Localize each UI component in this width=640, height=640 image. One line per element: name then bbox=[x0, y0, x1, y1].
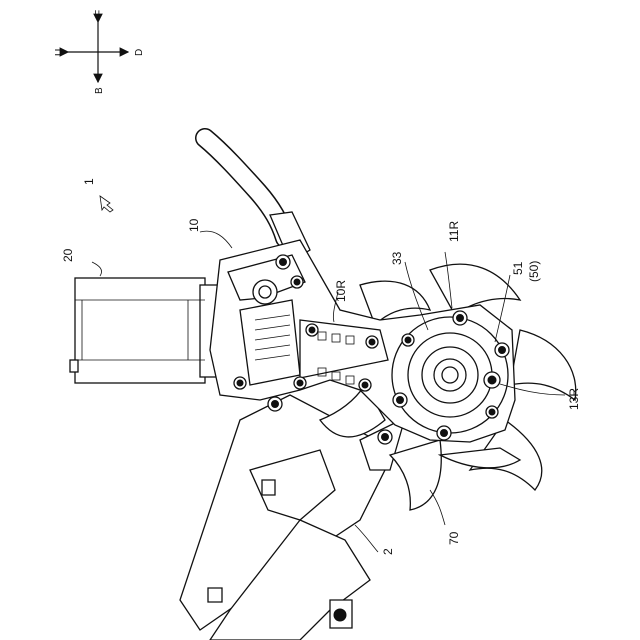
compass-right: D bbox=[134, 49, 145, 56]
compass-up: F bbox=[94, 10, 105, 16]
label-33: 33 bbox=[390, 251, 404, 265]
machine-reference: 1 bbox=[82, 178, 113, 212]
label-50: (50) bbox=[527, 261, 541, 282]
direction-compass: F B U D bbox=[54, 10, 145, 94]
label-13r: 13R bbox=[567, 388, 581, 410]
label-frame: 2 bbox=[381, 548, 395, 555]
label-machine: 1 bbox=[82, 178, 96, 185]
label-tine: 70 bbox=[447, 531, 461, 545]
label-housing-right: 10R bbox=[334, 280, 348, 302]
label-housing: 10 bbox=[187, 218, 201, 232]
label-motor: 20 bbox=[61, 248, 75, 262]
motor-unit bbox=[70, 278, 222, 383]
compass-left: U bbox=[54, 49, 65, 56]
label-11r: 11R bbox=[447, 221, 461, 242]
label-51: 51 bbox=[511, 261, 525, 275]
compass-down: B bbox=[94, 87, 105, 94]
frame-structure bbox=[180, 395, 405, 640]
